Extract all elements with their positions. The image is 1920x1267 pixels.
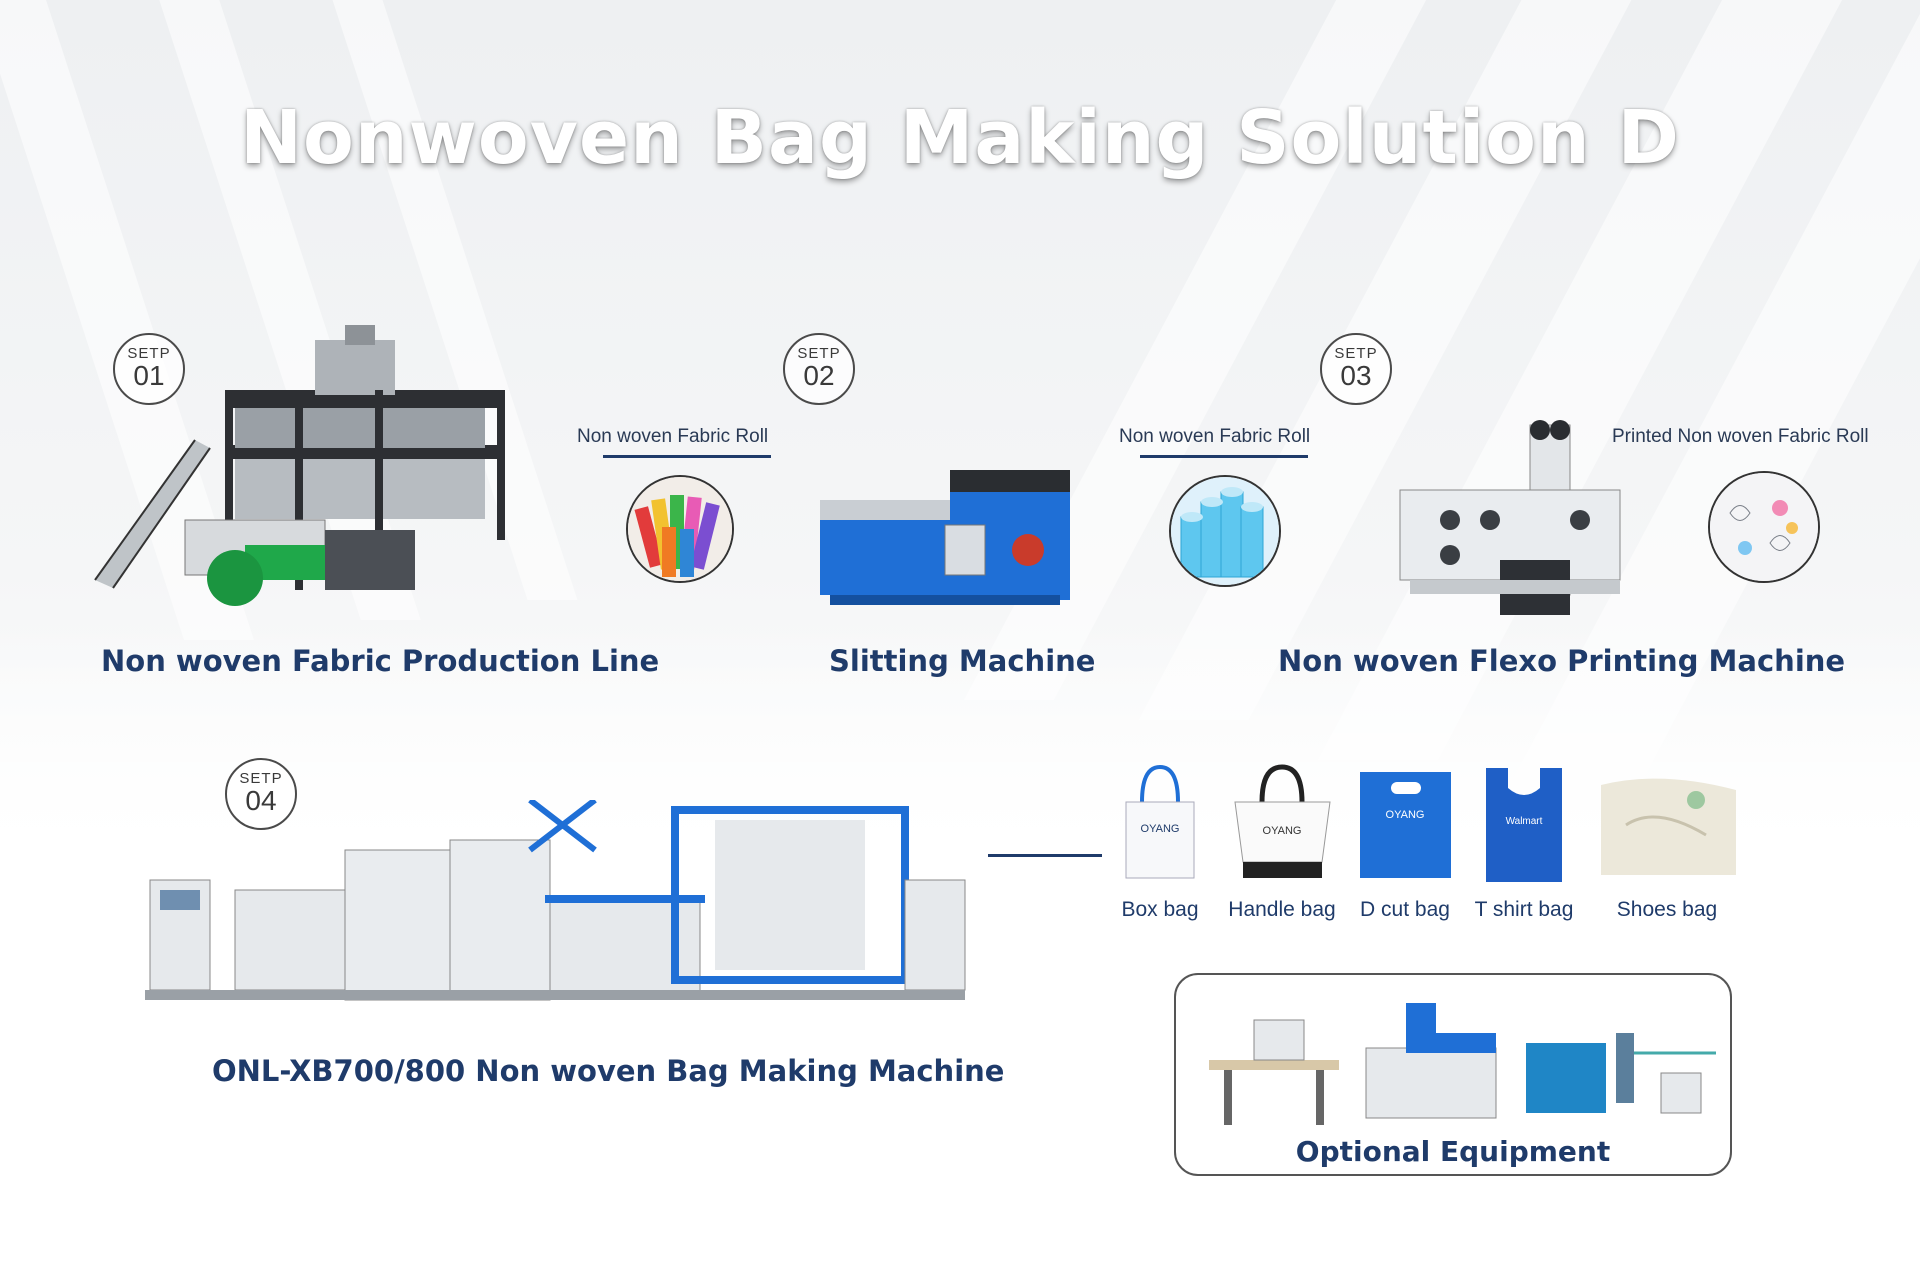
page-title: Nonwoven Bag Making Solution D <box>240 95 1680 181</box>
printed-fabric-roll-image <box>1708 471 1820 583</box>
step-badge-02: SETP 02 <box>783 333 855 405</box>
handle-bag-icon: OYANG <box>1234 764 1331 878</box>
step-label: SETP <box>1334 345 1378 362</box>
fabric-roll-image <box>626 475 734 583</box>
step-03-machine-name: Non woven Flexo Printing Machine <box>1278 644 1846 678</box>
step-badge-01: SETP 01 <box>113 333 185 405</box>
optional-equipment-title: Optional Equipment <box>1295 1135 1611 1168</box>
step-02-output-underline <box>1140 455 1308 458</box>
step-04-machine-name: ONL-XB700/800 Non woven Bag Making Machi… <box>212 1054 1005 1088</box>
step-label: SETP <box>127 345 171 362</box>
handle-bag-print: OYANG <box>1263 825 1302 837</box>
shoes-bag-icon <box>1601 778 1736 875</box>
t-shirt-bag-icon: Walmart <box>1486 768 1562 882</box>
step-number: 03 <box>1340 360 1372 391</box>
handle-machine-image <box>1365 1003 1497 1119</box>
step-label: SETP <box>797 345 841 362</box>
step-03-output-label: Printed Non woven Fabric Roll <box>1612 426 1869 447</box>
step-number: 01 <box>133 360 165 391</box>
bag-label-t-shirt: T shirt bag <box>1474 898 1574 921</box>
air-compressor-image <box>1526 1033 1716 1114</box>
d-cut-bag-print: OYANG <box>1386 809 1425 821</box>
bag-label-box: Box bag <box>1121 898 1199 921</box>
step-number: 02 <box>803 360 835 391</box>
bag-label-handle: Handle bag <box>1228 898 1336 921</box>
optional-equipment-box: Optional Equipment <box>1174 973 1732 1176</box>
fabric-roll-image <box>1169 475 1281 587</box>
step-01-machine-name: Non woven Fabric Production Line <box>101 644 660 678</box>
step-01-output-label: Non woven Fabric Roll <box>577 426 769 447</box>
step-number: 04 <box>245 785 277 816</box>
step-badge-03: SETP 03 <box>1320 333 1392 405</box>
slitting-machine-image <box>820 470 1070 605</box>
step-label: SETP <box>239 770 283 787</box>
box-bag-print: OYANG <box>1141 823 1180 835</box>
bag-label-shoes: Shoes bag <box>1616 898 1718 921</box>
flexo-printing-machine-image <box>1399 420 1621 615</box>
box-bag-icon: OYANG <box>1125 764 1195 879</box>
step-01-output-underline <box>603 455 771 458</box>
step-02-output-label: Non woven Fabric Roll <box>1119 426 1311 447</box>
step-badge-04: SETP 04 <box>225 758 297 830</box>
d-cut-bag-icon: OYANG <box>1360 772 1451 878</box>
bag-label-d-cut: D cut bag <box>1360 898 1450 921</box>
step-02-machine-name: Slitting Machine <box>829 644 1096 678</box>
fabric-production-line-image <box>94 325 505 606</box>
step-04-connector <box>988 854 1102 857</box>
ultrasonic-sewing-machine-image <box>1209 1019 1339 1125</box>
t-shirt-bag-print: Walmart <box>1506 816 1543 827</box>
bag-making-machine-image <box>145 800 966 1001</box>
